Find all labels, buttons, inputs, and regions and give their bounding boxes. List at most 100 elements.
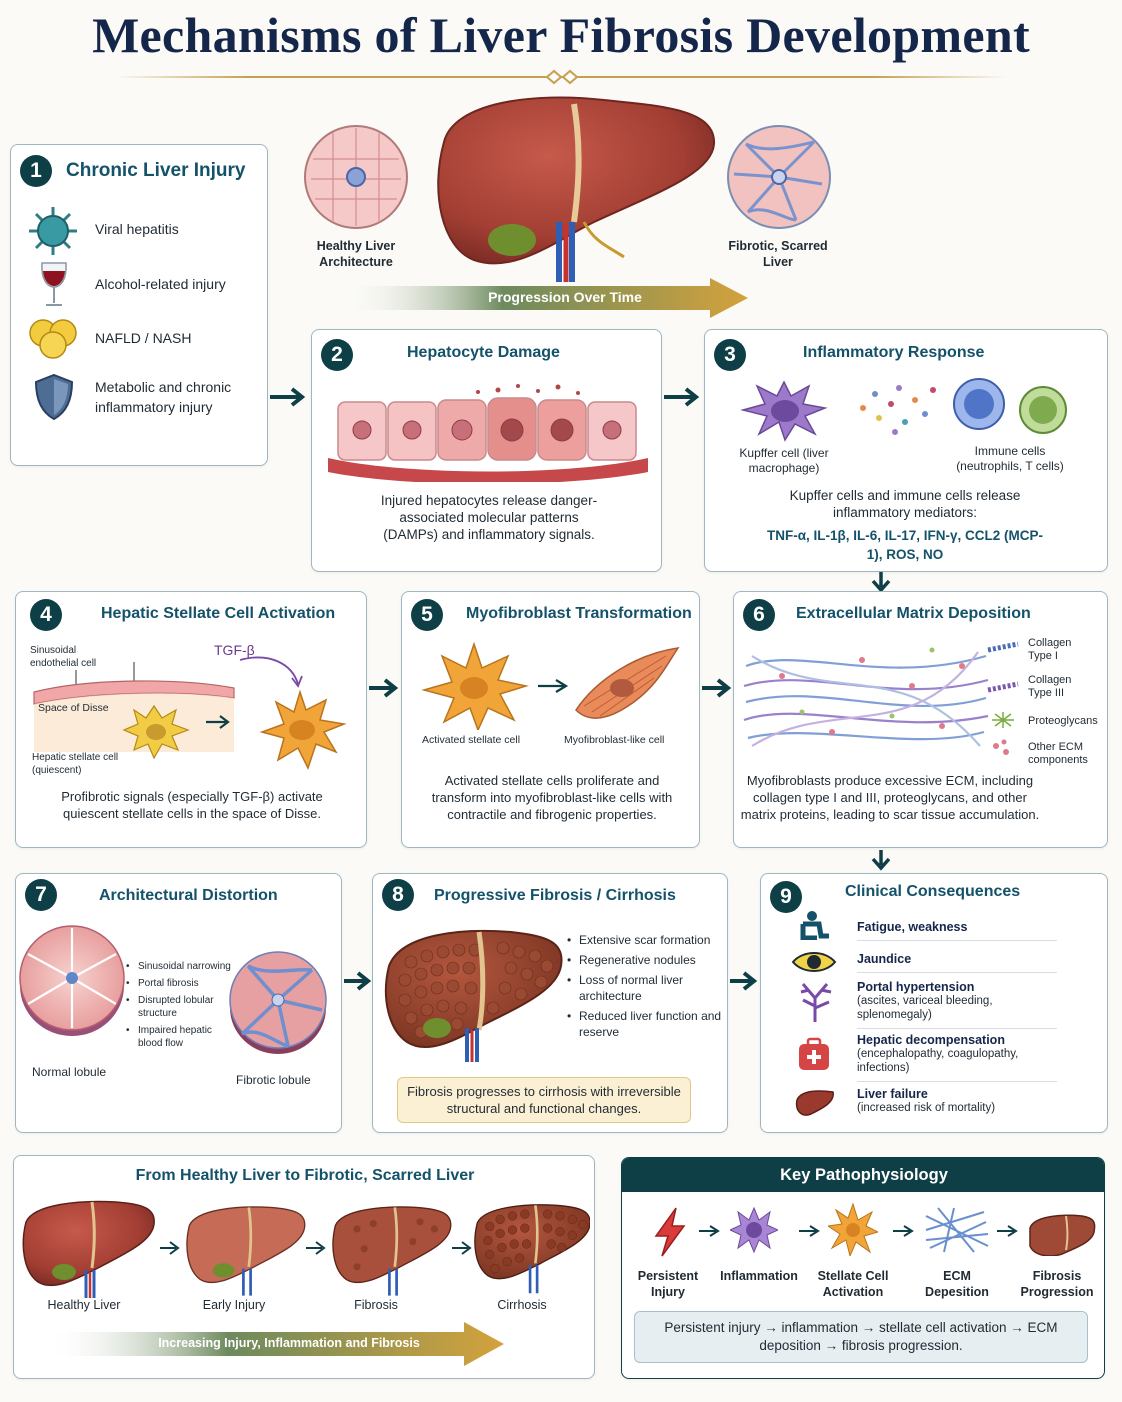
panel-ecm-deposition: 6 Extracellular Matrix Deposition Collag… <box>733 591 1108 848</box>
consequence-row: Fatigue, weakness <box>857 920 1057 941</box>
legend-collagen-3: Collagen Type III <box>1028 674 1072 699</box>
legend-proteoglycans: Proteoglycans <box>1028 715 1098 727</box>
step-arrow <box>997 1225 1018 1237</box>
step-arrow <box>893 1225 914 1237</box>
liver-failure-icon <box>795 1090 834 1116</box>
panel-chronic-liver-injury: 1 Chronic Liver Injury Viral hepatitis A… <box>10 144 268 466</box>
consequence-row: Hepatic decompensation (encephalopathy, … <box>857 1033 1057 1082</box>
t-cell-icon <box>1019 386 1067 434</box>
eye-icon <box>791 952 837 972</box>
kupffer-label: Kupffer cell (liver macrophage) <box>739 446 829 475</box>
consequence-detail: (encephalopathy, coagulopathy, infection… <box>857 1048 1019 1074</box>
key-step-label: Stellate Cell Activation <box>817 1269 889 1299</box>
stage-label: Fibrosis <box>354 1298 398 1312</box>
panel-title: Architectural Distortion <box>99 887 278 904</box>
panel-inflammatory-response: 3 Inflammatory Response Kupffer cell (li… <box>704 329 1108 572</box>
kupffer-cell-icon <box>740 380 828 442</box>
step-number: 8 <box>382 879 414 911</box>
step-number: 7 <box>25 879 57 911</box>
panel-myofibroblast-transformation: 5 Myofibroblast Transformation Activated… <box>401 591 700 848</box>
cirrhosis-note: Fibrosis progresses to cirrhosis with ir… <box>397 1077 691 1123</box>
ecm-legend-icons <box>987 642 1019 755</box>
step-number: 3 <box>714 339 746 371</box>
panel-title: Chronic Liver Injury <box>66 160 246 181</box>
fibrotic-lobule-label: Fibrotic lobule <box>236 1073 311 1087</box>
fat-droplets-icon <box>29 319 77 359</box>
key-step-label: ECM Depesition <box>925 1269 989 1299</box>
consequence-title: Fatigue, weakness <box>857 920 968 934</box>
step-arrow <box>699 1225 720 1237</box>
step-number: 1 <box>20 155 52 187</box>
panel-liver-stages: From Healthy Liver to Fibrotic, Scarred … <box>13 1155 595 1379</box>
fibrotic-tissue-icon <box>727 125 831 229</box>
wine-glass-icon <box>41 262 67 306</box>
liver-icon <box>437 96 716 282</box>
panel-key-pathophysiology: Key Pathophysiology Persistent Injury In… <box>621 1157 1105 1379</box>
injury-item: Viral hepatitis <box>95 221 179 237</box>
ecm-fibers-icon <box>743 647 989 747</box>
ornament-icon <box>545 69 579 85</box>
flow-arrow <box>702 678 732 698</box>
consequence-title: Liver failure <box>857 1087 928 1101</box>
flow-arrow <box>730 971 758 991</box>
tgf-beta-label: TGF-β <box>214 642 255 658</box>
fibrotic-liver-icon <box>1029 1214 1096 1256</box>
panel-title: From Healthy Liver to Fibrotic, Scarred … <box>135 1167 475 1184</box>
key-step-label: Inflammation <box>720 1269 798 1283</box>
ecm-mesh-icon <box>925 1207 989 1253</box>
step-number: 4 <box>30 599 62 631</box>
flow-arrow <box>871 850 891 871</box>
consequence-detail: (increased risk of mortality) <box>857 1102 996 1114</box>
bullet: Impaired hepatic blood flow <box>126 1024 236 1050</box>
bullet: Extensive scar formation <box>567 932 723 948</box>
step-number: 9 <box>770 881 802 913</box>
flow-arrow <box>369 678 399 698</box>
vessel-icon <box>800 983 832 1022</box>
liver-stages-icon <box>22 1200 590 1298</box>
key-summary: Persistent injury → inflammation → stell… <box>634 1311 1088 1363</box>
flow-arrow <box>664 387 700 407</box>
hepatocytes-icon <box>328 384 648 482</box>
step-number: 2 <box>321 339 353 371</box>
panel-stellate-activation: 4 Hepatic Stellate Cell Activation Sinus… <box>15 591 367 848</box>
space-of-disse-icon <box>33 656 347 770</box>
bullet: Portal fibrosis <box>126 977 236 990</box>
virus-icon <box>29 207 77 255</box>
consequence-title: Jaundice <box>857 952 912 966</box>
step-number: 5 <box>411 599 443 631</box>
panel-title: Hepatic Stellate Cell Activation <box>101 605 336 622</box>
panel-clinical-consequences: 9 Clinical Consequences Fatigue, weaknes… <box>760 873 1108 1133</box>
flow-arrow <box>871 572 891 593</box>
injury-item: Alcohol-related injury <box>95 276 226 292</box>
legend-other-ecm: Other ECM components <box>1028 741 1088 766</box>
bullet: Regenerative nodules <box>567 952 723 968</box>
cirrhosis-bullets: Extensive scar formation Regenerative no… <box>567 932 723 1044</box>
myofibroblast-label: Myofibroblast-like cell <box>564 734 665 746</box>
fatigue-icon <box>800 911 829 940</box>
mediators-icon <box>860 385 936 435</box>
bullet: Reduced liver function and reserve <box>567 1008 723 1040</box>
consequence-title: Portal hypertension <box>857 980 975 994</box>
panel-title: Key Pathophysiology <box>622 1158 1104 1192</box>
panel-title: Progressive Fibrosis / Cirrhosis <box>434 887 676 904</box>
progression-label: Progression Over Time <box>488 289 642 305</box>
normal-lobule-icon <box>19 925 125 1036</box>
panel-description: Injured hepatocytes release danger-assoc… <box>380 493 598 542</box>
injury-item: Metabolic and chronic inflammatory injur… <box>95 379 232 415</box>
panel-title: Myofibroblast Transformation <box>466 605 692 622</box>
injury-progression-label: Increasing Injury, Inflammation and Fibr… <box>158 1336 420 1350</box>
injury-item: NAFLD / NASH <box>95 330 192 346</box>
bullet: Loss of normal liver architecture <box>567 972 723 1004</box>
fibrotic-liver-label: Fibrotic, Scarred Liver <box>728 239 828 269</box>
bullet: Disrupted lobular structure <box>126 994 236 1020</box>
injury-progression-arrow <box>44 1322 504 1366</box>
consequence-row: Jaundice <box>857 952 1057 973</box>
panel-title: Clinical Consequences <box>845 883 1021 900</box>
consequence-title: Hepatic decompensation <box>857 1033 1005 1047</box>
endothelial-label: Sinusoidal endothelial cell <box>30 645 97 669</box>
legend-collagen-1: Collagen Type I <box>1028 637 1072 662</box>
panel-description: Profibrotic signals (especially TGF-β) a… <box>61 789 323 821</box>
step-arrow <box>799 1225 820 1237</box>
first-aid-icon <box>799 1037 829 1070</box>
bullet: Sinusoidal narrowing <box>126 960 236 973</box>
